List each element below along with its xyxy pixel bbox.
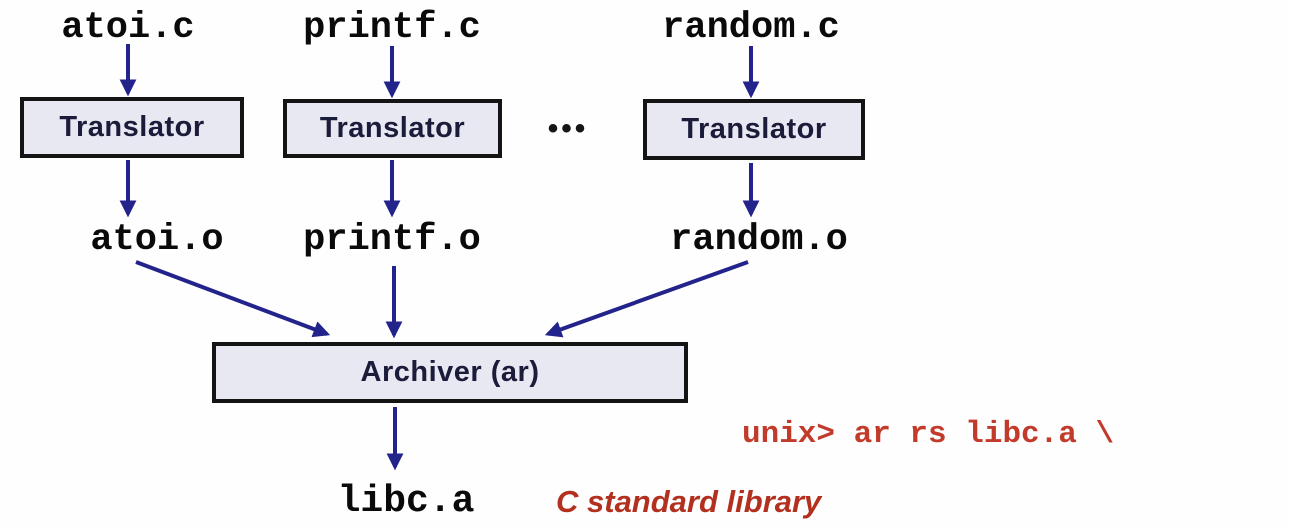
- translator-box-2-label: Translator: [319, 112, 466, 144]
- archiver-box: Archiver (ar): [212, 342, 688, 403]
- translator-box-3-label: Translator: [681, 113, 827, 145]
- translator-box-2: Translator: [283, 99, 502, 158]
- archiver-box-label: Archiver (ar): [360, 356, 540, 388]
- translator-box-3: Translator: [643, 99, 865, 160]
- source-file-label-random-c: random.c: [662, 7, 840, 49]
- arrow-random-o-to-archiver: [544, 260, 749, 338]
- object-file-label-random-o: random.o: [670, 219, 848, 261]
- shell-command: unix> ar rs libc.a \ atoi.o printf.o … r…: [742, 340, 1263, 526]
- object-file-label-printf-o: printf.o: [303, 219, 481, 261]
- c-standard-library-caption: C standard library: [556, 484, 822, 519]
- source-file-label-printf-c: printf.c: [303, 7, 481, 49]
- translator-box-1: Translator: [20, 97, 244, 158]
- output-file-label-libc-a: libc.a: [337, 480, 475, 523]
- shell-command-line-1: unix> ar rs libc.a \: [742, 417, 1115, 452]
- source-file-label-atoi-c: atoi.c: [61, 7, 195, 49]
- object-file-label-atoi-o: atoi.o: [90, 219, 224, 261]
- arrow-atoi-o-to-archiver: [135, 260, 331, 338]
- more-translators-ellipsis: •••: [547, 112, 589, 145]
- translator-box-1-label: Translator: [59, 111, 205, 143]
